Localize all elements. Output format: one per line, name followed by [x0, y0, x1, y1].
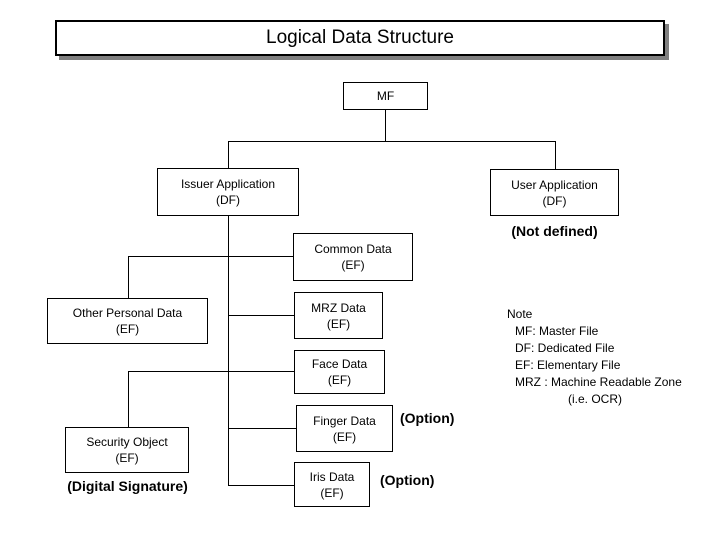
diagram-title-box: Logical Data Structure: [55, 20, 665, 56]
node-other-personal-data-sub: (EF): [115, 322, 140, 336]
node-iris-data-label: Iris Data: [309, 469, 355, 484]
node-user-application: User Application (DF): [490, 169, 619, 216]
note-line-ocr: (i.e. OCR): [568, 392, 622, 406]
annotation-not-defined: (Not defined): [511, 223, 598, 239]
connector-iris-row: [228, 485, 294, 486]
node-user-application-sub: (DF): [542, 193, 567, 208]
node-finger-data-label: Finger Data: [313, 413, 376, 428]
note-heading: Note: [507, 307, 533, 321]
connector-common-row: [128, 256, 294, 257]
node-face-data-sub: (EF): [327, 373, 352, 387]
node-user-application-label: User Application: [511, 177, 598, 192]
node-security-object-label: Security Object: [86, 435, 168, 449]
connector-face-row: [128, 371, 294, 372]
note-line-df: DF: Dedicated File: [515, 341, 615, 355]
connector-other-personal-down: [128, 256, 129, 298]
note-line-mf: MF: Master File: [515, 324, 599, 338]
connector-user-down: [555, 141, 556, 169]
diagram-title: Logical Data Structure: [266, 27, 454, 48]
node-face-data: Face Data (EF): [294, 350, 385, 394]
annotation-digital-signature: (Digital Signature): [67, 478, 188, 494]
node-finger-data: Finger Data (EF): [296, 405, 393, 452]
node-mf: MF: [343, 82, 428, 110]
node-mrz-data-label: MRZ Data: [311, 300, 366, 315]
node-security-object-sub: (EF): [115, 451, 139, 465]
node-other-personal-data-label: Other Personal Data: [72, 306, 183, 320]
node-issuer-application-sub: (DF): [216, 193, 240, 207]
node-face-data-label: Face Data: [311, 357, 368, 371]
connector-mf-down: [385, 110, 386, 141]
node-common-data-label: Common Data: [314, 242, 392, 256]
node-finger-data-sub: (EF): [332, 429, 357, 444]
connector-mrz-row: [228, 315, 294, 316]
node-iris-data-sub: (EF): [320, 485, 344, 500]
connector-issuer-down: [228, 141, 229, 168]
node-common-data-sub: (EF): [341, 258, 365, 272]
node-mf-label: MF: [376, 89, 395, 103]
node-issuer-application-label: Issuer Application: [180, 177, 276, 191]
node-other-personal-data: Other Personal Data (EF): [47, 298, 208, 344]
connector-security-down: [128, 371, 129, 427]
connector-branch-horizontal: [228, 141, 556, 142]
connector-issuer-trunk: [228, 216, 229, 486]
node-mrz-data: MRZ Data (EF): [294, 292, 383, 339]
annotation-option-finger: (Option): [400, 410, 455, 426]
node-security-object: Security Object (EF): [65, 427, 189, 473]
note-legend: Note MF: Master File DF: Dedicated File …: [507, 306, 682, 408]
annotation-option-iris: (Option): [380, 472, 435, 488]
note-line-ef: EF: Elementary File: [515, 358, 621, 372]
note-line-mrz: MRZ : Machine Readable Zone: [515, 375, 682, 389]
node-issuer-application: Issuer Application (DF): [157, 168, 299, 216]
node-iris-data: Iris Data (EF): [294, 462, 370, 507]
node-mrz-data-sub: (EF): [326, 316, 351, 331]
node-common-data: Common Data (EF): [293, 233, 413, 281]
connector-finger-row: [228, 428, 296, 429]
